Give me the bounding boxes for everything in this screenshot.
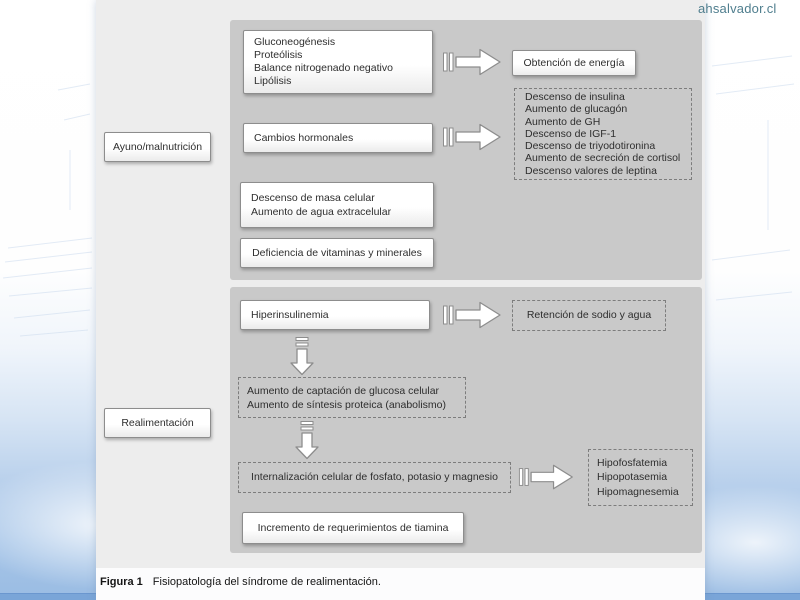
box-line: Descenso de triyodotironina (525, 140, 656, 153)
box-line: Proteólisis (254, 49, 303, 61)
hyperinsulinemia-box: Hiperinsulinemia (240, 300, 430, 330)
refeeding-label-box: Realimentación (104, 408, 211, 438)
box-line: Aumento de glucagón (525, 103, 628, 116)
box-line: Descenso de IGF-1 (525, 127, 617, 140)
box-line: Balance nitrogenado negativo (254, 62, 393, 74)
box-line: Hipopotasemia (597, 471, 668, 484)
thiamine-box: Incremento de requerimientos de tiamina (242, 512, 464, 544)
electrolyte-deficit-box: Hipofosfatemia Hipopotasemia Hipomagnese… (588, 449, 693, 506)
site-watermark: ahsalvador.cl (698, 1, 777, 16)
arrow-right-icon (443, 48, 501, 76)
box-line: Hipofosfatemia (597, 456, 668, 469)
arrow-down-icon (295, 421, 319, 460)
box-line: Hiperinsulinemia (251, 308, 329, 321)
box-line: Lipólisis (254, 75, 292, 87)
arrow-right-icon (443, 123, 501, 151)
arrow-right-icon (443, 301, 501, 329)
energy-box: Obtención de energía (512, 50, 636, 76)
internalization-box: Internalización celular de fosfato, pota… (238, 462, 511, 493)
figure-caption: Figura 1 Fisiopatología del síndrome de r… (100, 576, 620, 588)
box-line: Incremento de requerimientos de tiamina (257, 521, 449, 534)
box-line: Internalización celular de fosfato, pota… (251, 471, 498, 483)
box-line: Descenso de insulina (525, 91, 625, 104)
vitamins-box: Deficiencia de vitaminas y minerales (240, 238, 434, 268)
box-line: Aumento de agua extracelular (251, 206, 392, 218)
box-line: Descenso de masa celular (251, 192, 375, 204)
figure-caption-label: Figura 1 (100, 576, 143, 588)
arrow-down-icon (290, 337, 314, 376)
cell-mass-box: Descenso de masa celular Aumento de agua… (240, 182, 434, 228)
box-line: Aumento de secreción de cortisol (525, 152, 681, 165)
box-line: Aumento de síntesis proteica (anabolismo… (247, 398, 447, 411)
fasting-label: Ayuno/malnutrición (112, 140, 203, 153)
figure-caption-text: Fisiopatología del síndrome de realiment… (152, 576, 381, 588)
box-line: Retención de sodio y agua (526, 309, 652, 321)
box-line: Cambios hormonales (254, 131, 354, 144)
sodium-retention-box: Retención de sodio y agua (512, 300, 666, 331)
arrow-right-icon (518, 464, 573, 490)
box-line: Hipomagnesemia (597, 485, 679, 498)
box-line: Descenso valores de leptina (525, 164, 657, 177)
catabolism-box: Gluconeogénesis Proteólisis Balance nitr… (243, 30, 433, 94)
hormonal-changes-box: Cambios hormonales (243, 123, 433, 153)
box-line: Aumento de GH (525, 115, 601, 128)
box-line: Deficiencia de vitaminas y minerales (252, 246, 422, 259)
glucose-uptake-box: Aumento de captación de glucosa celular … (238, 377, 466, 418)
box-line: Aumento de captación de glucosa celular (247, 384, 440, 397)
box-line: Gluconeogénesis (254, 36, 336, 48)
box-line: Obtención de energía (523, 56, 625, 69)
refeeding-label: Realimentación (121, 416, 194, 429)
fasting-label-box: Ayuno/malnutrición (104, 132, 211, 162)
refeeding-group-bg (230, 287, 702, 553)
hormone-changes-box: Descenso de insulina Aumento de glucagón… (514, 88, 692, 180)
